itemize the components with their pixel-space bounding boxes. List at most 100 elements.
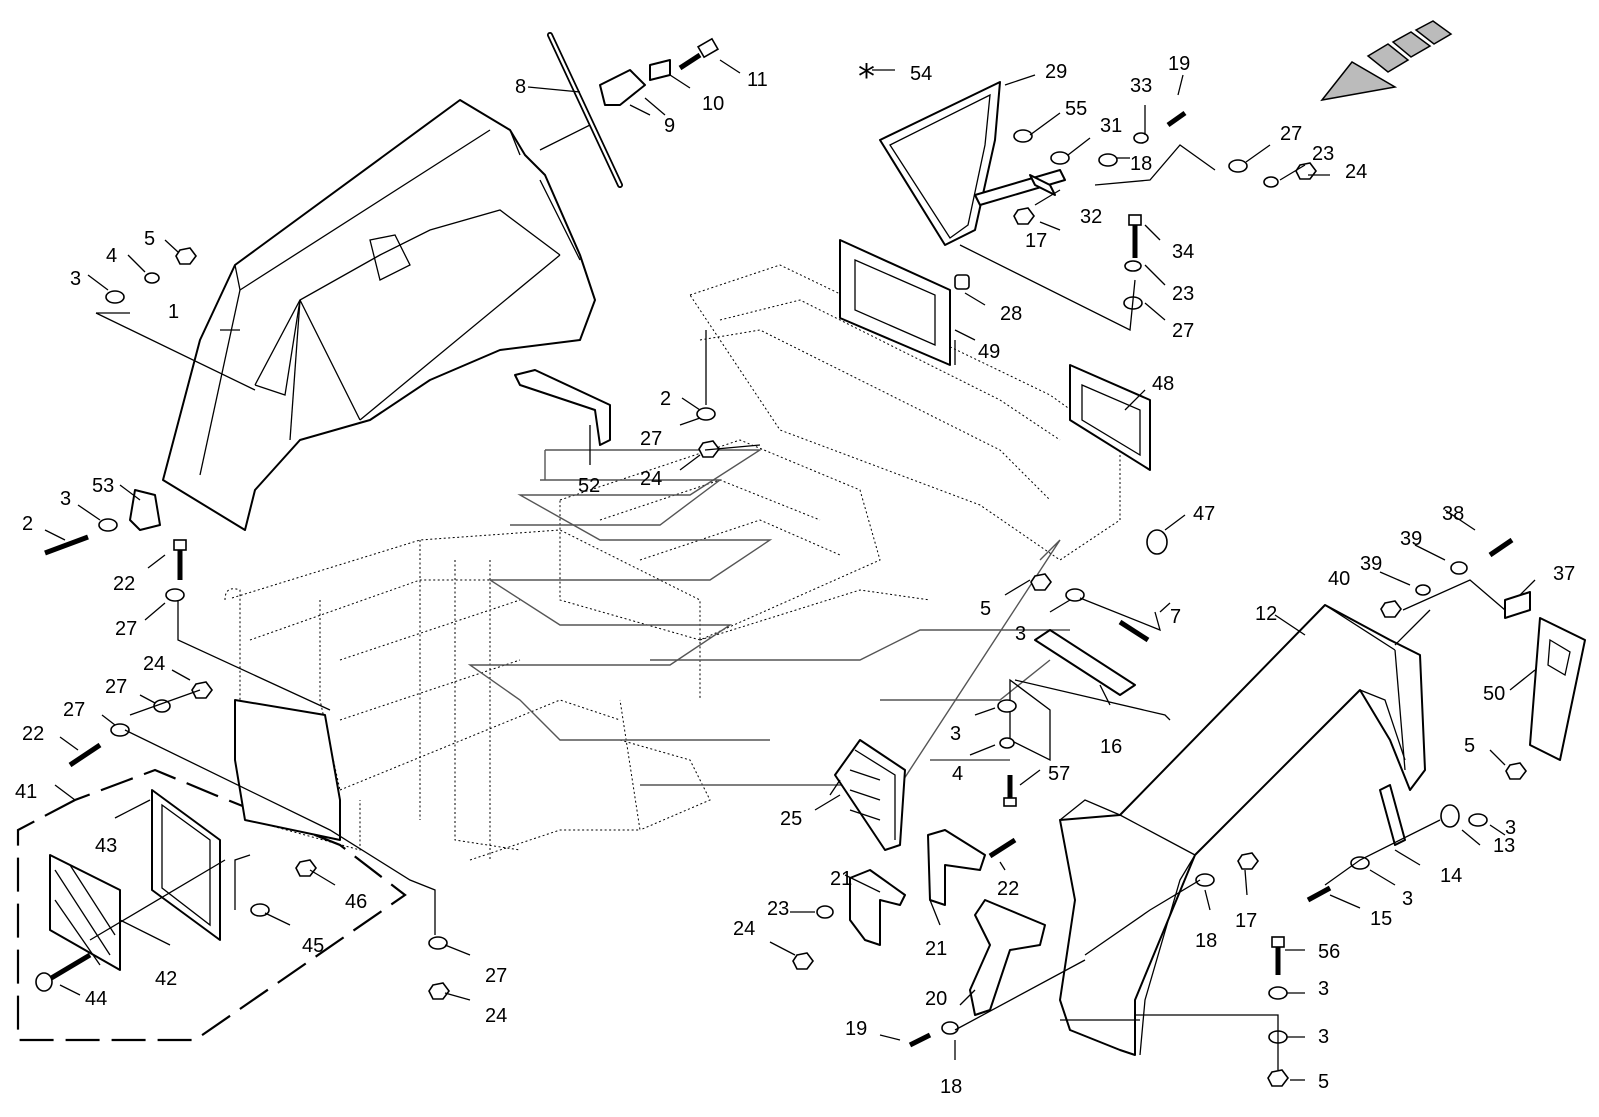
- label-10: 10: [702, 93, 724, 115]
- label-3: 3: [60, 488, 71, 510]
- group-41-outline: [16, 768, 407, 1042]
- label-55: 55: [1065, 98, 1087, 120]
- part-48-gasket: [1069, 364, 1151, 471]
- label-24: 24: [640, 468, 662, 490]
- optional-equipment-star-icon: *: [858, 57, 875, 97]
- label-19: 19: [1168, 53, 1190, 75]
- ghost-step-outline: [467, 449, 1070, 786]
- label-3: 3: [1402, 888, 1413, 910]
- part-42-plate: [49, 854, 121, 971]
- label-7: 7: [1170, 606, 1181, 628]
- label-4: 4: [106, 245, 117, 267]
- label-17: 17: [1235, 910, 1257, 932]
- label-16: 16: [1100, 736, 1122, 758]
- part-1-hood: [162, 99, 596, 531]
- part-21-bracket-upper: [927, 829, 986, 906]
- part-21-bracket-lower: [849, 869, 906, 946]
- label-24: 24: [143, 653, 165, 675]
- label-53: 53: [92, 475, 114, 497]
- label-54: 54: [910, 63, 932, 85]
- label-27: 27: [63, 699, 85, 721]
- label-5: 5: [1464, 735, 1475, 757]
- label-3: 3: [1505, 817, 1516, 839]
- label-17: 17: [1025, 230, 1047, 252]
- part-49-gasket: [839, 239, 951, 366]
- leader-lines: [44, 59, 1536, 1081]
- label-25: 25: [780, 808, 802, 830]
- part-53-bracket: [129, 489, 161, 531]
- label-11: 11: [747, 69, 768, 91]
- label-22: 22: [113, 573, 135, 595]
- label-50: 50: [1483, 683, 1505, 705]
- label-27: 27: [115, 618, 137, 640]
- label-3: 3: [950, 723, 961, 745]
- part-50-plate: [1529, 617, 1586, 761]
- label-34: 34: [1172, 241, 1194, 263]
- label-20: 20: [925, 988, 947, 1010]
- label-27: 27: [485, 965, 507, 987]
- label-5: 5: [1318, 1071, 1329, 1093]
- label-43: 43: [95, 835, 117, 857]
- label-23: 23: [1172, 283, 1194, 305]
- part-52-bracket: [514, 369, 611, 446]
- part-47-o-ring: [1146, 529, 1168, 555]
- label-27: 27: [105, 676, 127, 698]
- part-32-bracket: [974, 169, 1066, 206]
- label-39: 39: [1400, 528, 1422, 550]
- label-21: 21: [830, 868, 852, 890]
- label-41: 41: [15, 781, 37, 803]
- label-47: 47: [1193, 503, 1215, 525]
- part-29-panel: [879, 81, 1001, 246]
- part-37-plate: [1504, 591, 1531, 619]
- label-45: 45: [302, 935, 324, 957]
- label-27: 27: [1280, 123, 1302, 145]
- label-5: 5: [144, 228, 155, 250]
- label-18: 18: [1195, 930, 1217, 952]
- label-52: 52: [578, 475, 600, 497]
- label-4: 4: [952, 763, 963, 785]
- part-12-fender: [1059, 604, 1426, 1056]
- label-29: 29: [1045, 61, 1067, 83]
- label-2: 2: [660, 388, 671, 410]
- label-23: 23: [1312, 143, 1334, 165]
- label-38: 38: [1442, 503, 1464, 525]
- label-18: 18: [1130, 153, 1152, 175]
- part-25-bracket: [834, 739, 906, 851]
- label-28: 28: [1000, 303, 1022, 325]
- label-12: 12: [1255, 603, 1277, 625]
- label-40: 40: [1328, 568, 1350, 590]
- label-56: 56: [1318, 941, 1340, 963]
- part-43-frame: [151, 789, 221, 941]
- label-27: 27: [1172, 320, 1194, 342]
- label-3: 3: [1015, 623, 1026, 645]
- label-24: 24: [1345, 161, 1367, 183]
- label-14: 14: [1440, 865, 1462, 887]
- label-3: 3: [1318, 978, 1329, 1000]
- label-33: 33: [1130, 75, 1152, 97]
- label-46: 46: [345, 891, 367, 913]
- label-2: 2: [22, 513, 33, 535]
- label-48: 48: [1152, 373, 1174, 395]
- label-44: 44: [85, 988, 107, 1010]
- bolt-11: [678, 37, 720, 71]
- label-24: 24: [733, 918, 755, 940]
- label-27: 27: [640, 428, 662, 450]
- label-13: 13: [1493, 835, 1515, 857]
- label-31: 31: [1100, 115, 1122, 137]
- label-19: 19: [845, 1018, 867, 1040]
- label-42: 42: [155, 968, 177, 990]
- hardware-bolts: [35, 110, 1514, 1048]
- label-22: 22: [22, 723, 44, 745]
- label-15: 15: [1370, 908, 1392, 930]
- label-9: 9: [664, 115, 675, 137]
- label-32: 32: [1080, 206, 1102, 228]
- label-3: 3: [70, 268, 81, 290]
- label-23: 23: [767, 898, 789, 920]
- part-20-bracket: [969, 899, 1046, 1016]
- label-49: 49: [978, 341, 1000, 363]
- part-9-hinge: [599, 59, 671, 106]
- label-1: 1: [168, 301, 179, 323]
- part-number-labels: 1 2 2 3 3 3 3 3 3 3 3 4 4 5 5 5 5 7 8 9 …: [15, 53, 1575, 1098]
